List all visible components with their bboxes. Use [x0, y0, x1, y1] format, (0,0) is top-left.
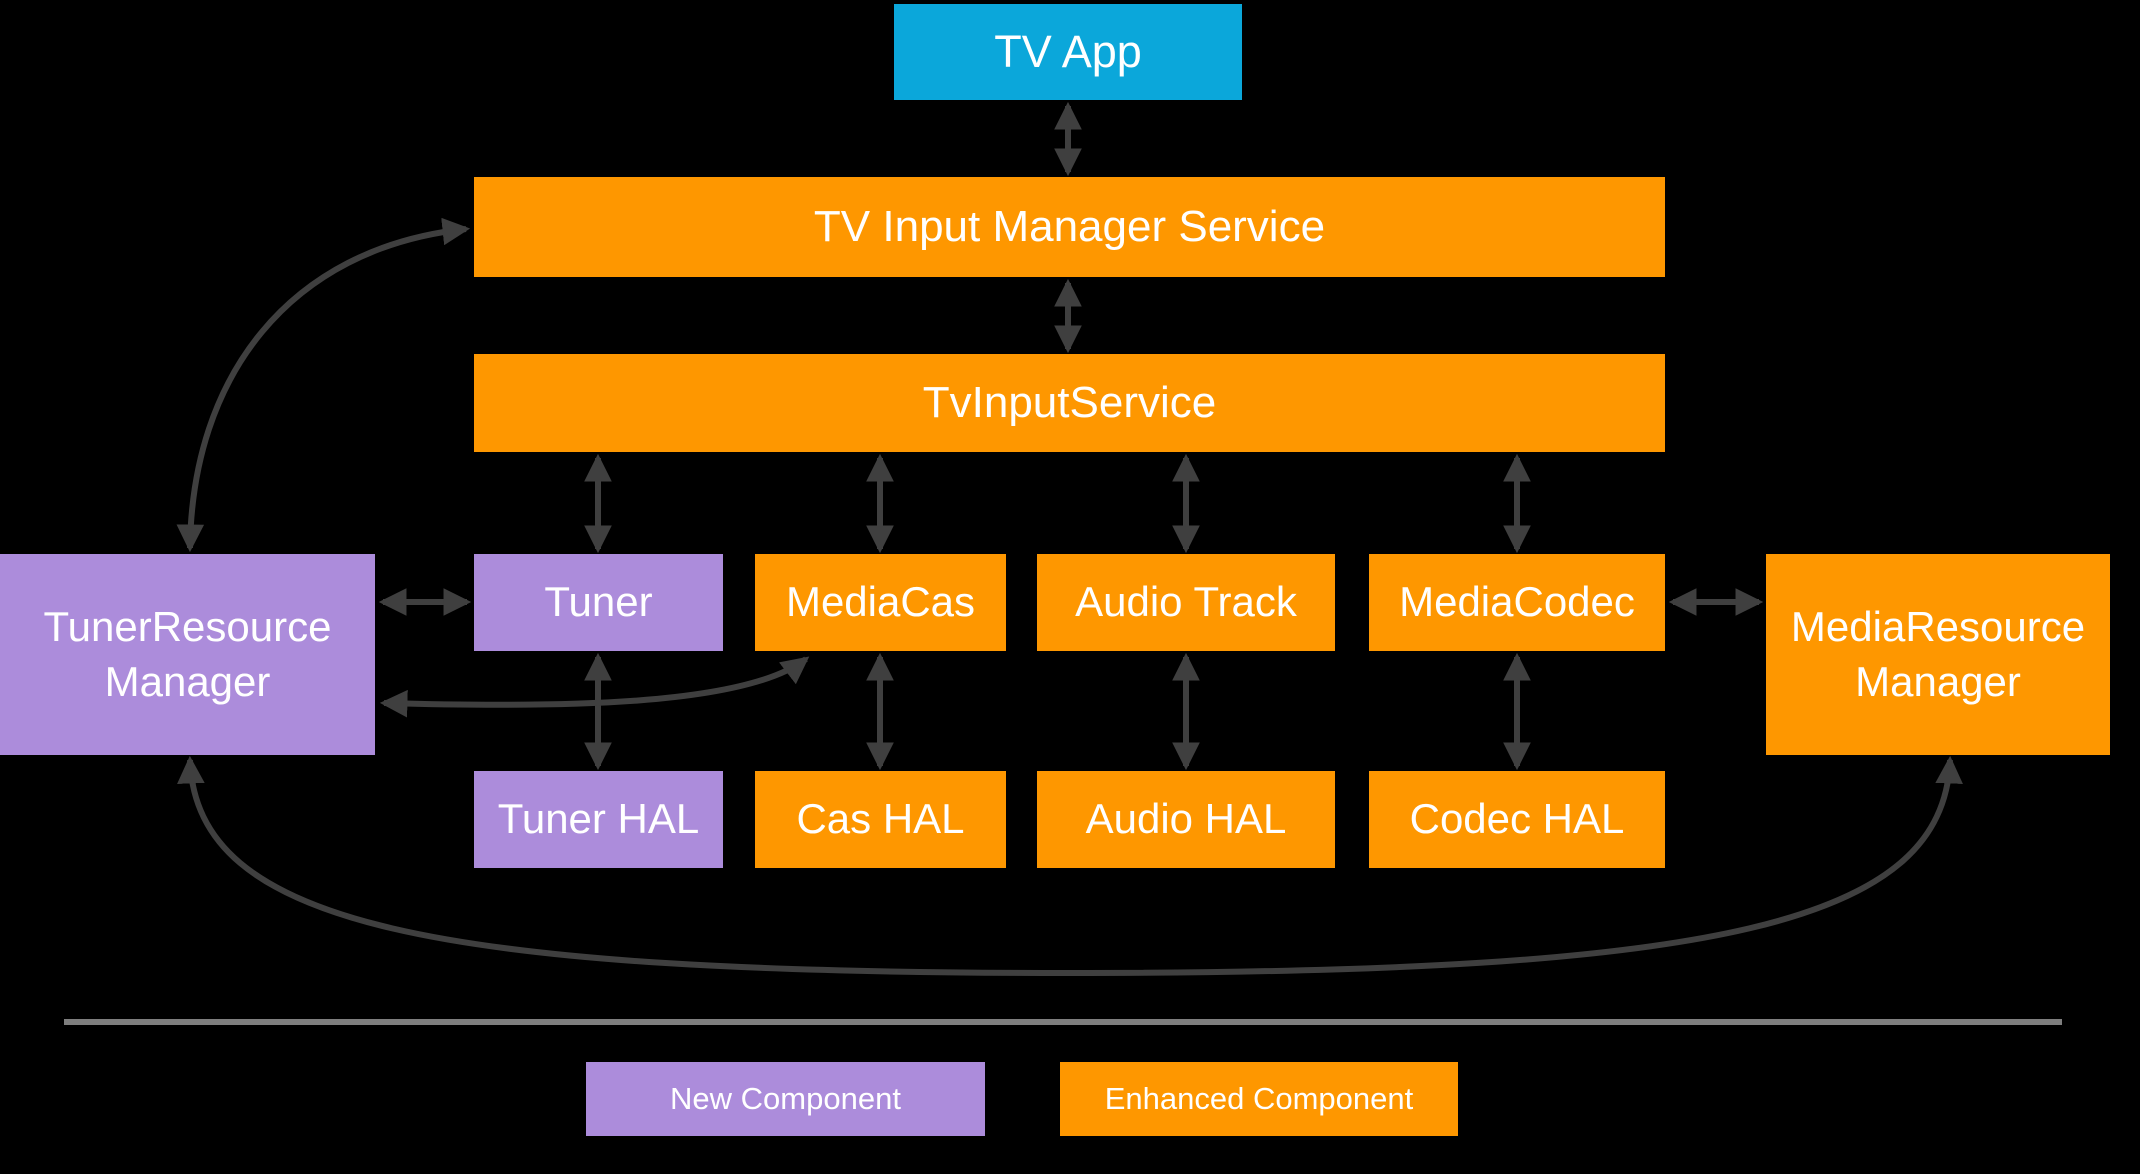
node-tv-input-service: TvInputService [474, 354, 1665, 452]
node-tuner-label: Tuner [544, 578, 653, 626]
node-tuner-resource-manager-label: TunerResource Manager [43, 602, 332, 705]
node-media-codec-label: MediaCodec [1399, 578, 1635, 626]
node-audio-hal-label: Audio HAL [1085, 795, 1287, 843]
legend-enhanced-component-label: Enhanced Component [1104, 1080, 1414, 1116]
node-cas-hal: Cas HAL [755, 771, 1006, 868]
legend-new-component: New Component [586, 1062, 985, 1136]
node-tv-input-manager-service: TV Input Manager Service [474, 177, 1665, 277]
legend-new-component-label: New Component [670, 1080, 901, 1116]
node-cas-hal-label: Cas HAL [796, 795, 965, 843]
edge-trm-mediacas-curve [379, 656, 810, 718]
node-tuner-resource-manager: TunerResource Manager [0, 554, 375, 755]
node-tuner-hal-label: Tuner HAL [497, 795, 700, 843]
node-media-cas-label: MediaCas [785, 578, 976, 626]
node-tv-input-service-label: TvInputService [922, 378, 1217, 428]
node-tv-input-manager-service-label: TV Input Manager Service [813, 202, 1326, 252]
node-media-resource-manager: MediaResource Manager [1766, 554, 2110, 755]
node-audio-track: Audio Track [1037, 554, 1335, 651]
node-audio-hal: Audio HAL [1037, 771, 1335, 868]
node-tv-app: TV App [894, 4, 1242, 100]
node-tuner-hal: Tuner HAL [474, 771, 723, 868]
node-media-resource-manager-label: MediaResource Manager [1790, 602, 2086, 705]
legend-enhanced-component: Enhanced Component [1060, 1062, 1458, 1136]
node-tv-app-label: TV App [994, 25, 1142, 77]
node-codec-hal: Codec HAL [1369, 771, 1665, 868]
edge-trm-mrm-curve [177, 755, 1963, 977]
node-media-codec: MediaCodec [1369, 554, 1665, 651]
edge-trm-tims-curve [176, 217, 471, 553]
node-tuner: Tuner [474, 554, 723, 651]
node-media-cas: MediaCas [755, 554, 1006, 651]
node-codec-hal-label: Codec HAL [1409, 795, 1625, 843]
node-audio-track-label: Audio Track [1075, 578, 1297, 626]
